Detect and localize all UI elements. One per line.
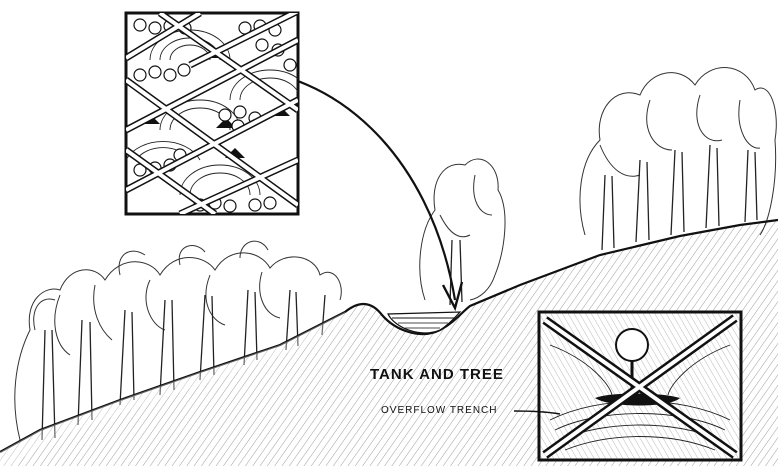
overflow-trench-label: OVERFLOW TRENCH bbox=[381, 405, 498, 416]
forest-right bbox=[580, 68, 776, 250]
tank-tree-inset bbox=[539, 312, 741, 460]
aerial-view-inset bbox=[126, 10, 310, 214]
tank-and-tree-label: TANK AND TREE bbox=[370, 366, 504, 383]
